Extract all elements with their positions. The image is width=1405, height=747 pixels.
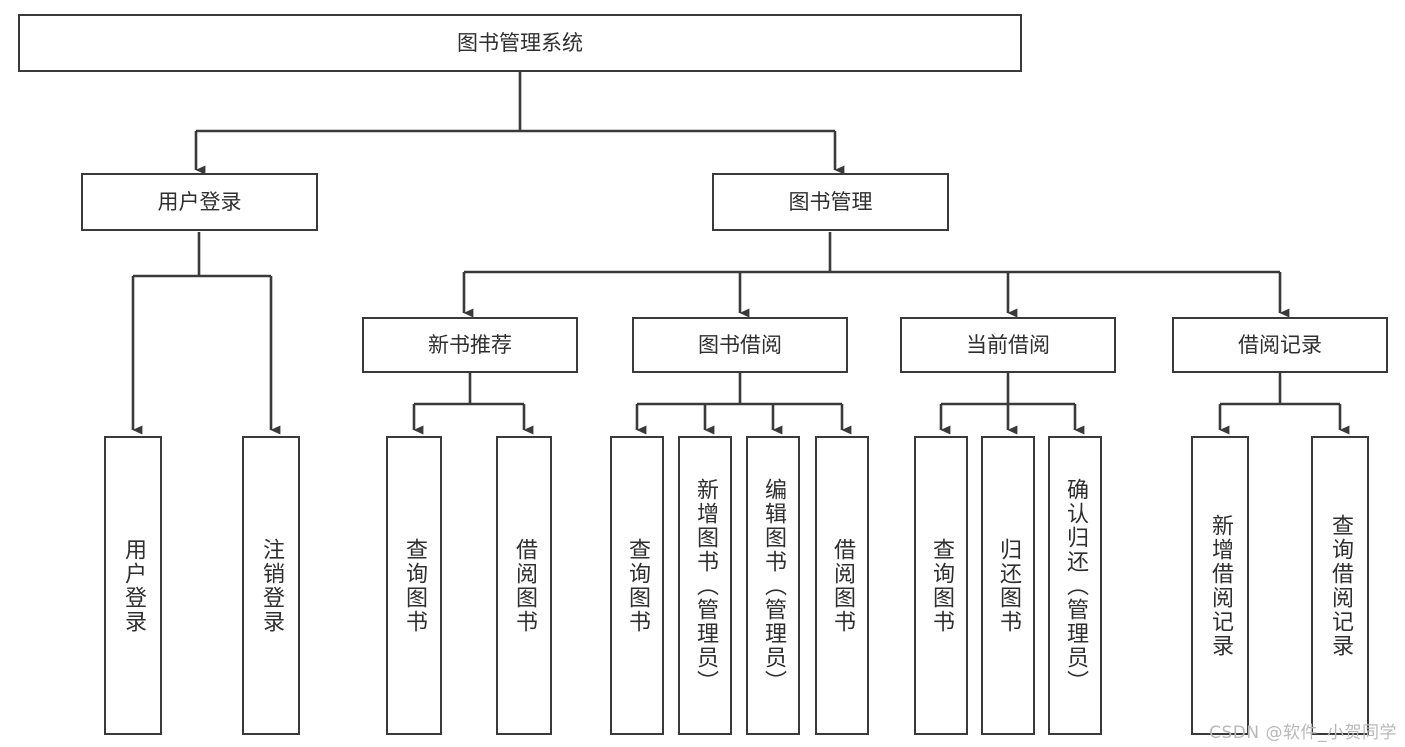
node-leaf-borrow-book[interactable]: 借阅图书 xyxy=(815,436,869,735)
node-leaf-confirm-return-admin-label: 确认归还（管理员） xyxy=(1062,477,1088,694)
node-leaf-add-borrow-record-label: 新增借阅记录 xyxy=(1207,513,1233,658)
node-leaf-borrow-book-recommend[interactable]: 借阅图书 xyxy=(496,436,552,735)
node-leaf-query-book-recommend-label: 查询图书 xyxy=(401,537,427,634)
node-root-system-label: 图书管理系统 xyxy=(457,30,583,55)
node-leaf-query-borrow-record-label: 查询借阅记录 xyxy=(1327,513,1353,658)
node-current-borrow-label: 当前借阅 xyxy=(966,332,1050,357)
node-leaf-query-borrow-record[interactable]: 查询借阅记录 xyxy=(1311,436,1369,735)
node-leaf-user-login[interactable]: 用户登录 xyxy=(104,436,162,735)
node-leaf-add-book-admin[interactable]: 新增图书（管理员） xyxy=(678,436,732,735)
node-book-management-label: 图书管理 xyxy=(788,189,873,214)
node-leaf-user-login-label: 用户登录 xyxy=(120,537,146,634)
node-borrow-record[interactable]: 借阅记录 xyxy=(1172,317,1388,373)
node-leaf-logout[interactable]: 注销登录 xyxy=(242,436,300,735)
node-new-book-recommend-label: 新书推荐 xyxy=(428,332,512,357)
node-leaf-edit-book-admin[interactable]: 编辑图书（管理员） xyxy=(746,436,800,735)
node-leaf-borrow-book-recommend-label: 借阅图书 xyxy=(511,537,537,634)
node-leaf-query-book-label: 查询图书 xyxy=(624,537,650,634)
node-new-book-recommend[interactable]: 新书推荐 xyxy=(362,317,578,373)
node-leaf-add-borrow-record[interactable]: 新增借阅记录 xyxy=(1191,436,1249,735)
node-borrow-record-label: 借阅记录 xyxy=(1238,332,1322,357)
node-book-management[interactable]: 图书管理 xyxy=(712,173,949,231)
node-leaf-borrow-book-label: 借阅图书 xyxy=(829,537,855,634)
csdn-watermark: CSDN @软件_小贺同学 xyxy=(1209,723,1397,743)
node-leaf-return-book[interactable]: 归还图书 xyxy=(981,436,1035,735)
node-leaf-edit-book-admin-label: 编辑图书（管理员） xyxy=(760,477,786,694)
node-leaf-query-book-current-label: 查询图书 xyxy=(928,537,954,634)
node-leaf-add-book-admin-label: 新增图书（管理员） xyxy=(692,477,718,694)
node-leaf-query-book-current[interactable]: 查询图书 xyxy=(914,436,968,735)
node-leaf-return-book-label: 归还图书 xyxy=(995,537,1021,634)
node-user-login-label: 用户登录 xyxy=(157,189,242,214)
node-leaf-logout-label: 注销登录 xyxy=(258,537,284,634)
node-current-borrow[interactable]: 当前借阅 xyxy=(900,317,1116,373)
node-leaf-query-book[interactable]: 查询图书 xyxy=(610,436,664,735)
node-leaf-confirm-return-admin[interactable]: 确认归还（管理员） xyxy=(1048,436,1102,735)
node-user-login[interactable]: 用户登录 xyxy=(81,173,318,231)
node-book-borrow[interactable]: 图书借阅 xyxy=(632,317,848,373)
node-leaf-query-book-recommend[interactable]: 查询图书 xyxy=(386,436,442,735)
node-book-borrow-label: 图书借阅 xyxy=(698,332,782,357)
node-root-system[interactable]: 图书管理系统 xyxy=(18,14,1022,72)
